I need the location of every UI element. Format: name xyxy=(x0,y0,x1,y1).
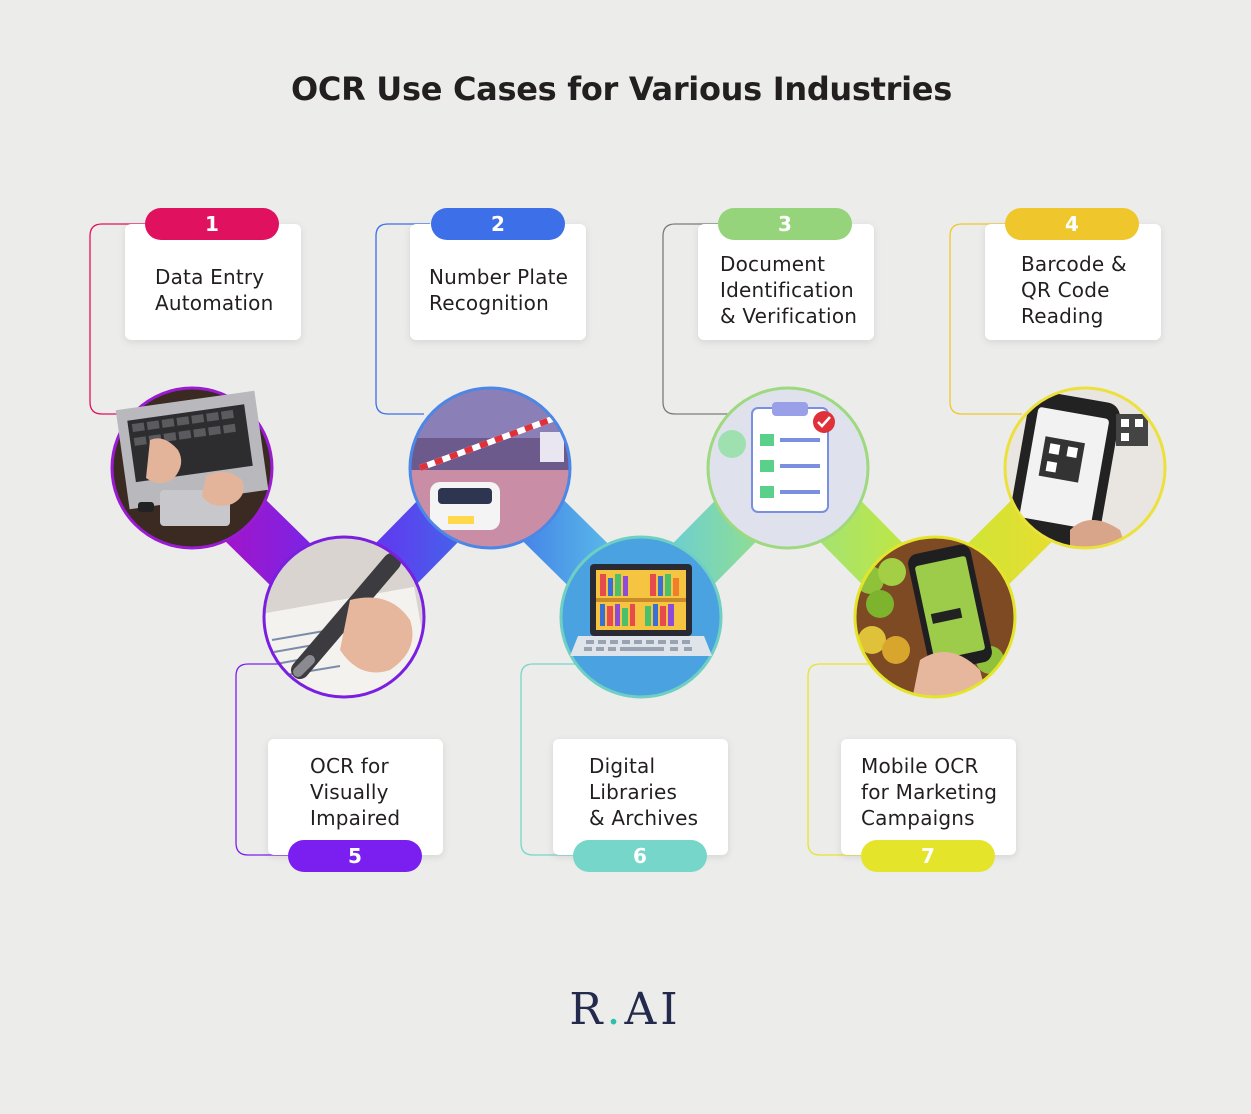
use-case-label-2: Number Plate Recognition xyxy=(429,265,569,315)
logo-letter-r: R xyxy=(569,984,607,1035)
use-case-card-1: Data Entry Automation xyxy=(125,224,301,340)
use-case-card-5: OCR for Visually Impaired xyxy=(268,739,443,855)
logo-letters-ai: AI xyxy=(624,984,682,1035)
use-case-card-6: Digital Libraries & Archives xyxy=(553,739,728,855)
use-case-label-4: Barcode & QR Code Reading xyxy=(1021,252,1127,328)
number-badge-6: 6 xyxy=(573,840,707,872)
number-badge-3: 3 xyxy=(718,208,852,240)
use-case-card-4: Barcode & QR Code Reading xyxy=(985,224,1161,340)
use-case-card-2: Number Plate Recognition xyxy=(410,224,586,340)
logo-dot: . xyxy=(606,984,625,1035)
use-case-card-7: Mobile OCR for Marketing Campaigns xyxy=(841,739,1016,855)
laptop-bookshelf-illustration xyxy=(559,535,723,699)
use-case-label-1: Data Entry Automation xyxy=(155,265,274,315)
page-title: OCR Use Cases for Various Industries xyxy=(291,70,952,108)
number-badge-7: 7 xyxy=(861,840,995,872)
number-badge-2: 2 xyxy=(431,208,565,240)
use-case-card-3: Document Identification & Verification xyxy=(698,224,874,340)
use-case-label-6: Digital Libraries & Archives xyxy=(589,754,699,830)
use-case-label-3: Document Identification & Verification xyxy=(720,252,858,328)
use-case-label-7: Mobile OCR for Marketing Campaigns xyxy=(861,754,998,830)
number-badge-4: 4 xyxy=(1005,208,1139,240)
phone-grocery-scan-photo xyxy=(853,535,1017,699)
document-checklist-illustration xyxy=(706,386,870,550)
use-case-label-5: OCR for Visually Impaired xyxy=(310,754,401,830)
rai-logo: R.AI xyxy=(0,984,1251,1035)
phone-qr-scan-photo xyxy=(1003,386,1167,550)
scanning-pen-photo xyxy=(262,535,426,699)
parking-barrier-photo xyxy=(408,386,572,550)
number-badge-5: 5 xyxy=(288,840,422,872)
laptop-typing-photo xyxy=(110,386,274,550)
number-badge-1: 1 xyxy=(145,208,279,240)
